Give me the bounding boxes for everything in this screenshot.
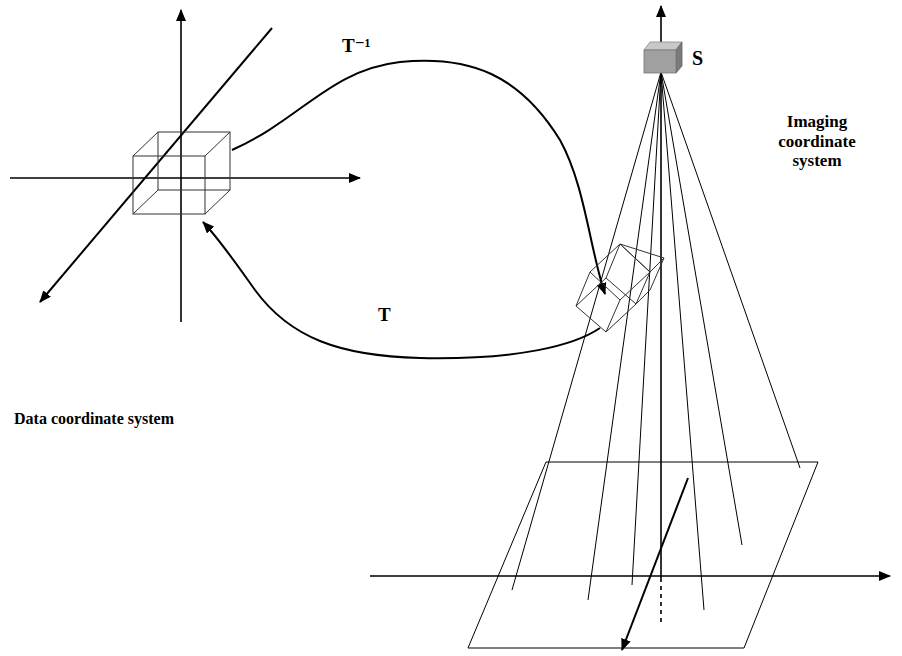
image-cube [576, 244, 664, 332]
image-plane [468, 462, 818, 648]
axis [40, 28, 272, 302]
transform-arrow [203, 222, 600, 358]
axis [10, 177, 360, 179]
axis [660, 6, 662, 578]
axis [622, 478, 688, 650]
source-label: S [692, 47, 703, 70]
axis [660, 578, 662, 622]
transform-label: T⁻¹ [342, 34, 370, 57]
source-block [644, 42, 682, 73]
data-cube [133, 132, 230, 214]
projection-rays [512, 72, 800, 610]
axis [180, 10, 182, 322]
system-title: Data coordinate system [14, 410, 174, 428]
transform-arrow [232, 61, 605, 294]
axis [370, 575, 890, 577]
transform-label: T [378, 304, 391, 326]
system-title: Imaging coordinate system [752, 112, 882, 171]
